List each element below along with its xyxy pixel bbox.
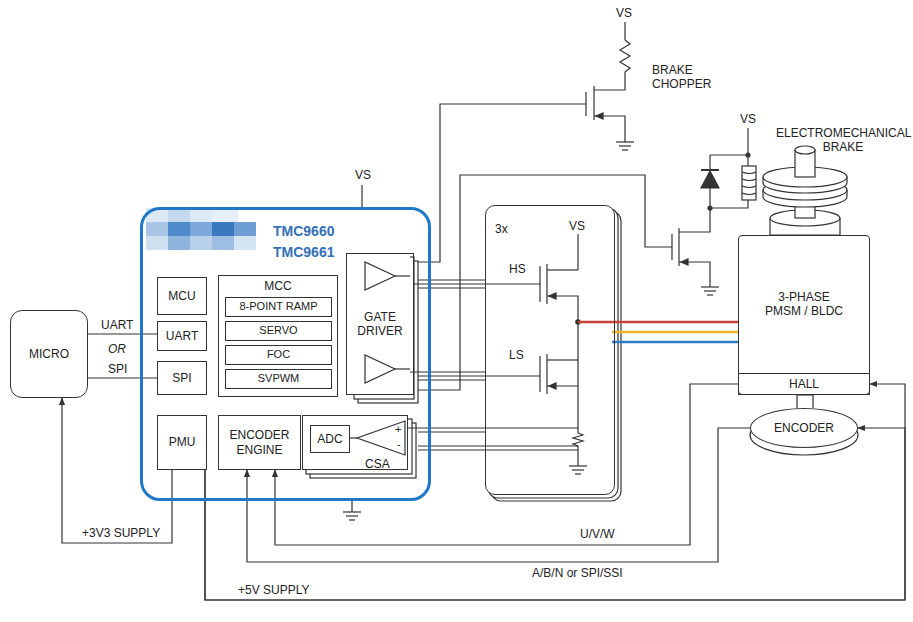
- node-label: ENCODER ENGINE: [219, 428, 300, 457]
- signal-label: VS: [740, 112, 756, 126]
- mcu-box: MCU: [157, 277, 207, 315]
- csa-box: CSA ADC: [302, 415, 408, 470]
- connector-label: +3V3 SUPPLY: [80, 526, 162, 540]
- stack-copies: [302, 205, 621, 501]
- motor-body: 3-PHASE PMSM / BLDC HALL: [738, 235, 870, 395]
- mcc-block: MCC 8-POINT RAMP SERVO FOC SVPWM: [218, 275, 338, 397]
- signal-connector: [62, 398, 172, 543]
- node-label: SVPWM: [258, 372, 300, 385]
- uart-box: UART: [157, 321, 207, 351]
- phase-wires: [578, 322, 738, 342]
- signal-connector: [247, 428, 750, 562]
- csa-amplifier: [350, 421, 405, 455]
- node-label: ENCODER: [774, 421, 834, 435]
- motor-shaft-brake: [739, 146, 869, 455]
- controller-box: MICRO: [10, 310, 88, 398]
- function-box: SVPWM: [225, 369, 332, 389]
- gate-driver-box: GATE DRIVER: [346, 253, 414, 395]
- node-label: ADC: [317, 432, 342, 446]
- signal-connector: [88, 377, 157, 378]
- function-box: SERVO: [225, 321, 332, 341]
- signal-label: VS: [569, 219, 585, 233]
- node-label: CSA: [365, 457, 390, 471]
- gate-bundles: [410, 280, 578, 450]
- signal-label: +: [395, 423, 401, 436]
- hall-band: HALL: [738, 373, 870, 395]
- node-label: UART: [166, 329, 198, 343]
- signal-label: HS: [509, 262, 526, 276]
- node-label: GATE DRIVER: [347, 310, 413, 339]
- power-stage-box: 3x: [485, 205, 615, 495]
- power-stage: [540, 234, 587, 474]
- signal-connector: [414, 283, 485, 284]
- signal-label: LS: [509, 348, 524, 362]
- adc-box: ADC: [310, 425, 350, 453]
- function-box: 8-POINT RAMP: [225, 297, 332, 317]
- connector-label: U/V/W: [578, 527, 617, 541]
- encoder-engine-box: ENCODER ENGINE: [218, 415, 301, 470]
- node-label: SPI: [172, 371, 191, 385]
- logo-blur: [146, 208, 256, 250]
- node-label: MCU: [168, 289, 195, 303]
- pmu-box: PMU: [157, 415, 207, 470]
- signal-connector: [88, 333, 157, 334]
- chip-package: TMC9660TMC9661MCU UART SPI MCC 8-POINT RAMP S…: [140, 207, 431, 501]
- node-label: SERVO: [259, 324, 297, 337]
- signal-connector: [275, 384, 738, 545]
- signal-label: OR: [108, 342, 126, 356]
- signal-connector: [615, 321, 738, 323]
- node-label: 8-POINT RAMP: [239, 300, 317, 313]
- brake-chopper: [418, 22, 634, 262]
- node-label: 3x: [495, 222, 508, 236]
- connector-label: +5V SUPPLY: [236, 583, 311, 597]
- node-label: FOC: [267, 348, 290, 361]
- encoder-disk: ENCODER: [750, 408, 858, 448]
- connector-label: A/B/N or SPI/SSI: [530, 566, 625, 580]
- node-label: TMC9661: [273, 244, 334, 261]
- signal-label: -: [397, 438, 401, 451]
- node-label: PMU: [169, 435, 196, 449]
- connector-label: UART: [99, 318, 135, 332]
- signal-connector: [205, 384, 905, 600]
- node-label: TMC9660: [273, 223, 334, 240]
- node-label: HALL: [789, 377, 819, 391]
- node-label: MICRO: [29, 347, 69, 361]
- signal-label: VS: [355, 168, 371, 182]
- signal-connector: [408, 427, 485, 428]
- node-label: MCC: [264, 279, 291, 293]
- signal-label: VS: [616, 6, 632, 20]
- brake-driver: [418, 128, 756, 390]
- function-box: FOC: [225, 345, 332, 365]
- connector-label: SPI: [106, 362, 129, 376]
- spi-box: SPI: [157, 361, 207, 395]
- signal-label: ELECTROMECHANICAL BRAKE: [776, 126, 910, 155]
- signal-connector: [205, 428, 905, 600]
- signal-label: BRAKE CHOPPER: [652, 63, 722, 92]
- node-label: 3-PHASE PMSM / BLDC: [761, 290, 847, 319]
